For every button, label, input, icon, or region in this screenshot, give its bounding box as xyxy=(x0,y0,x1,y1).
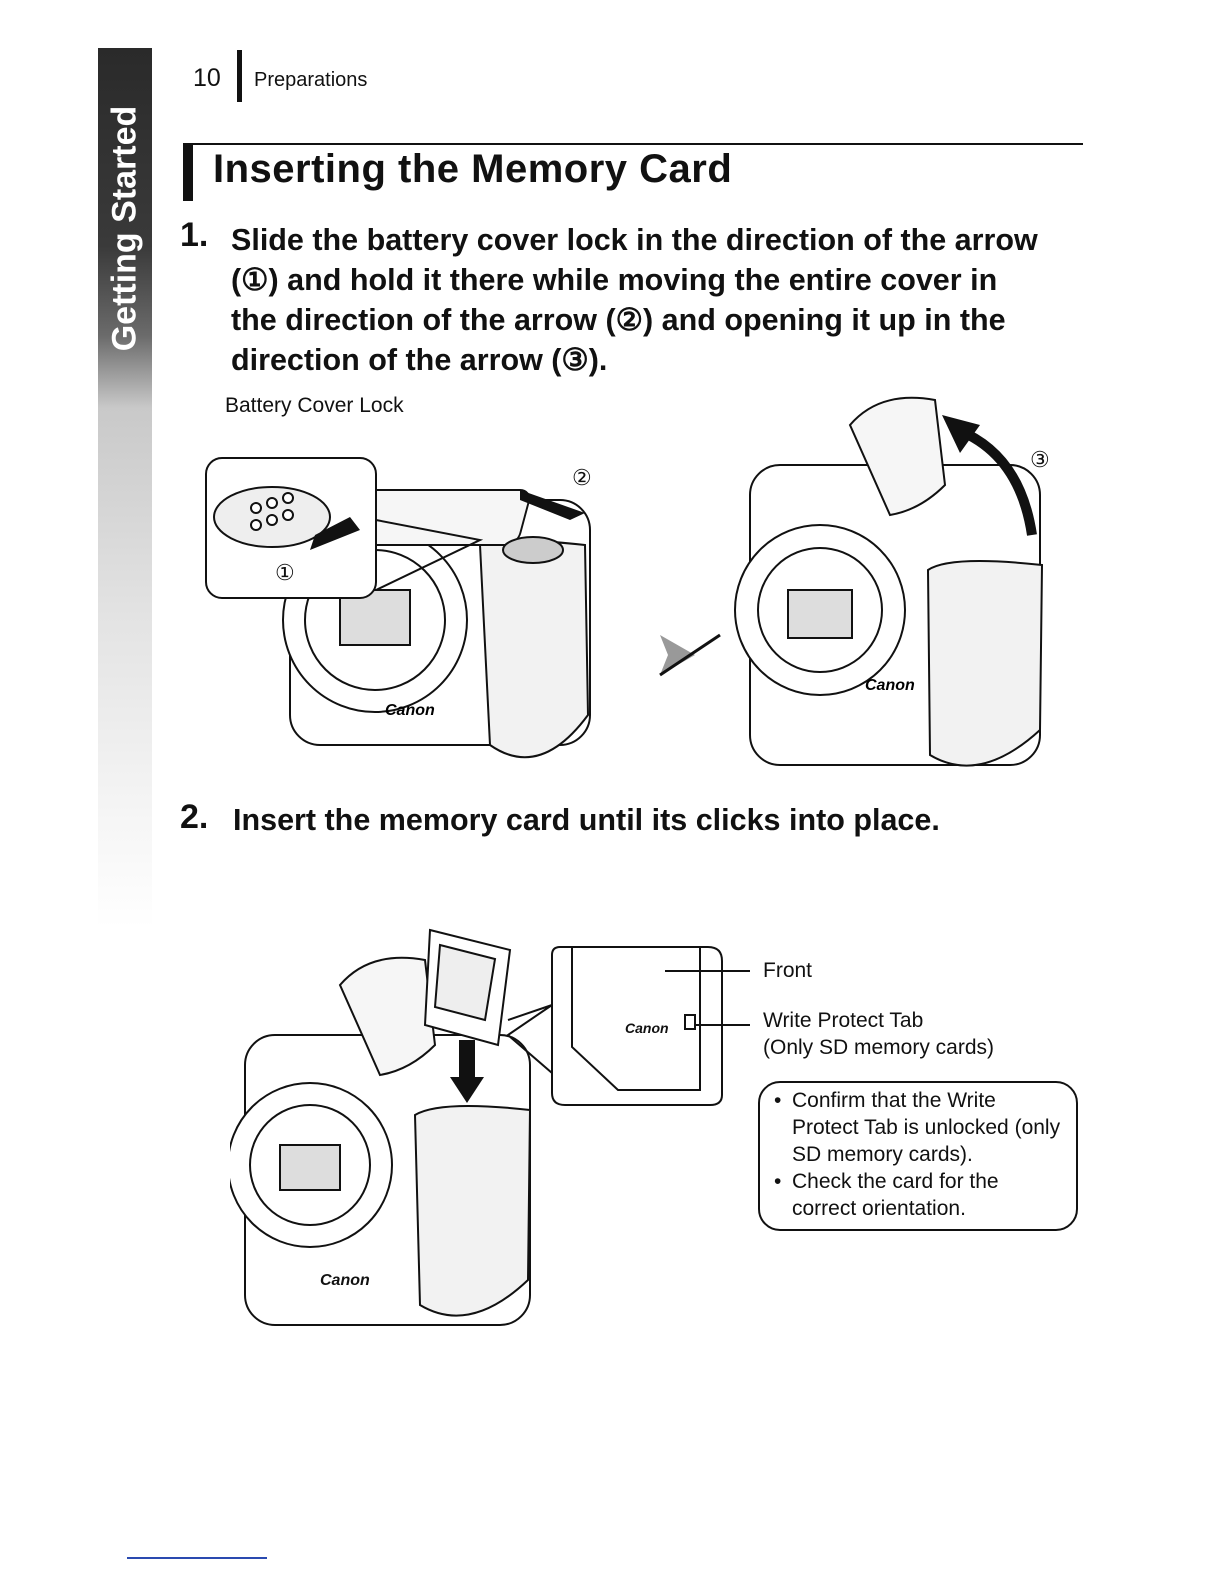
lock-callout-lines xyxy=(375,519,484,591)
figure-battery-cover: ① ② ③ Canon Canon xyxy=(205,396,1050,767)
camera-right-grip xyxy=(926,560,1044,767)
lock-inset-grip-dots xyxy=(250,492,294,531)
insert-arrow-icon xyxy=(450,1077,484,1103)
side-tab-label: Getting Started xyxy=(98,48,152,408)
notice-box: Confirm that the Write Protect Tab is un… xyxy=(758,1081,1078,1231)
step-2-text: Insert the memory card until its clicks … xyxy=(233,803,940,837)
insert-arrow-shaft xyxy=(459,1040,475,1080)
footer-rule xyxy=(127,1557,267,1559)
write-protect-tab-icon xyxy=(684,1014,696,1030)
write-protect-note: (Only SD memory cards) xyxy=(763,1036,995,1059)
notice-item-1: Confirm that the Write Protect Tab is un… xyxy=(772,1087,1064,1168)
step-1-line-1: Slide the battery cover lock in the dire… xyxy=(231,223,1038,257)
arrow-3-head-icon xyxy=(942,415,980,453)
step-1-text: Slide the battery cover lock in the dire… xyxy=(231,220,1038,380)
arrow-1-icon xyxy=(310,517,360,550)
arrow-2-icon xyxy=(520,490,585,520)
side-tab xyxy=(98,48,152,408)
camera-left-brand: Canon xyxy=(385,702,435,719)
notice-item-2: Check the card for the correct orientati… xyxy=(772,1168,1064,1222)
side-tab-text: Getting Started xyxy=(105,105,144,351)
front-label: Front xyxy=(763,959,813,982)
page-title: Inserting the Memory Card xyxy=(213,147,733,191)
title-rule xyxy=(183,143,1083,145)
figure-memory-card: Canon Canon xyxy=(230,928,750,1326)
transition-arrow-icon xyxy=(660,635,695,675)
title-bar xyxy=(183,145,193,201)
notice-list: Confirm that the Write Protect Tab is un… xyxy=(772,1087,1064,1222)
camera-insert-brand: Canon xyxy=(320,1272,370,1289)
header-section: Preparations xyxy=(254,69,368,91)
camera-insert-grip xyxy=(413,1105,532,1317)
memory-card-label xyxy=(433,943,497,1022)
page-number: 10 xyxy=(193,64,221,92)
card-logo: Canon xyxy=(625,1020,669,1036)
marker-1: ① xyxy=(275,560,295,585)
marker-2: ② xyxy=(572,465,592,490)
battery-cover-lock-label: Battery Cover Lock xyxy=(225,394,404,417)
header-separator xyxy=(237,50,242,102)
camera-insert-lens-window xyxy=(279,1144,341,1191)
side-tab-fade xyxy=(98,408,152,928)
step-1-number: 1. xyxy=(180,216,209,254)
step-1-line-2: (①) and hold it there while moving the e… xyxy=(231,263,998,297)
marker-3: ③ xyxy=(1030,447,1050,472)
camera-left-grip xyxy=(478,539,590,759)
card-callout-lines xyxy=(506,1004,553,1074)
camera-right-lens-window xyxy=(787,589,853,639)
camera-right-brand: Canon xyxy=(865,677,915,694)
card-enlargement-card xyxy=(571,946,701,1091)
step-2-number: 2. xyxy=(180,798,209,836)
battery-cover-open xyxy=(848,396,947,517)
step-1-line-3: the direction of the arrow (②) and openi… xyxy=(231,303,1006,337)
transition-arrow-stroke xyxy=(659,633,721,677)
write-protect-tab-label: Write Protect Tab xyxy=(763,1009,924,1032)
battery-lock-knob xyxy=(502,536,564,564)
step-1-line-4: direction of the arrow (③). xyxy=(231,343,608,377)
